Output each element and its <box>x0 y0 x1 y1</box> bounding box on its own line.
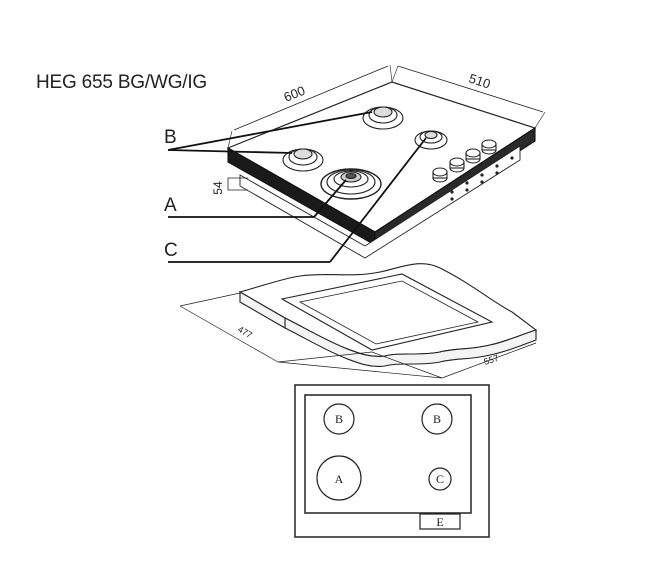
cutout-dimension-lines <box>179 292 537 379</box>
callout-lines <box>167 111 427 263</box>
burner-front-left-iso <box>282 148 324 172</box>
hob-isometric-view <box>226 64 546 259</box>
burner-rear-left-iso <box>362 106 404 130</box>
cutout-depth-label: 477 <box>236 324 254 340</box>
underside-fittings <box>450 156 514 201</box>
layout-burner-bottom-right <box>428 467 452 491</box>
dim-54-bracket <box>227 177 248 191</box>
knob-2 <box>449 157 465 173</box>
burner-layout-top-view <box>294 384 490 538</box>
layout-label-top-right: B <box>433 412 441 426</box>
callout-label-a: A <box>164 195 177 216</box>
burner-wok-iso <box>320 168 382 200</box>
layout-label-bottom-right: C <box>436 472 444 486</box>
cutout-width-label: 557 <box>483 353 500 367</box>
layout-label-bottom-left: A <box>335 472 344 486</box>
layout-burner-top-right <box>421 403 453 435</box>
layout-label-control-panel: E <box>436 515 443 529</box>
knob-4 <box>481 139 497 155</box>
dim-54-label: 54 <box>211 181 225 195</box>
hob-top-plate <box>226 81 537 233</box>
layout-label-top-left: B <box>335 412 343 426</box>
layout-inner-border <box>304 394 472 514</box>
layout-control-panel <box>419 513 461 530</box>
dim-600-line <box>233 65 389 131</box>
knob-1 <box>432 167 448 183</box>
layout-outer-border <box>294 384 490 538</box>
model-title: HEG 655 BG/WG/IG <box>36 72 208 93</box>
burner-rear-right-iso <box>414 130 448 150</box>
layout-burner-bottom-left <box>316 455 362 501</box>
callout-b-line-2 <box>167 149 293 154</box>
knob-3 <box>465 148 481 164</box>
control-knobs-iso <box>432 139 497 183</box>
cutout-frame <box>238 263 538 367</box>
layout-burner-top-left <box>323 403 355 435</box>
callout-b-line-1 <box>167 111 373 151</box>
callout-label-c: C <box>164 240 178 261</box>
callout-label-b: B <box>164 127 177 148</box>
dim-510-line <box>397 65 544 113</box>
hob-body <box>239 145 521 259</box>
dim-510-label: 510 <box>467 71 492 92</box>
